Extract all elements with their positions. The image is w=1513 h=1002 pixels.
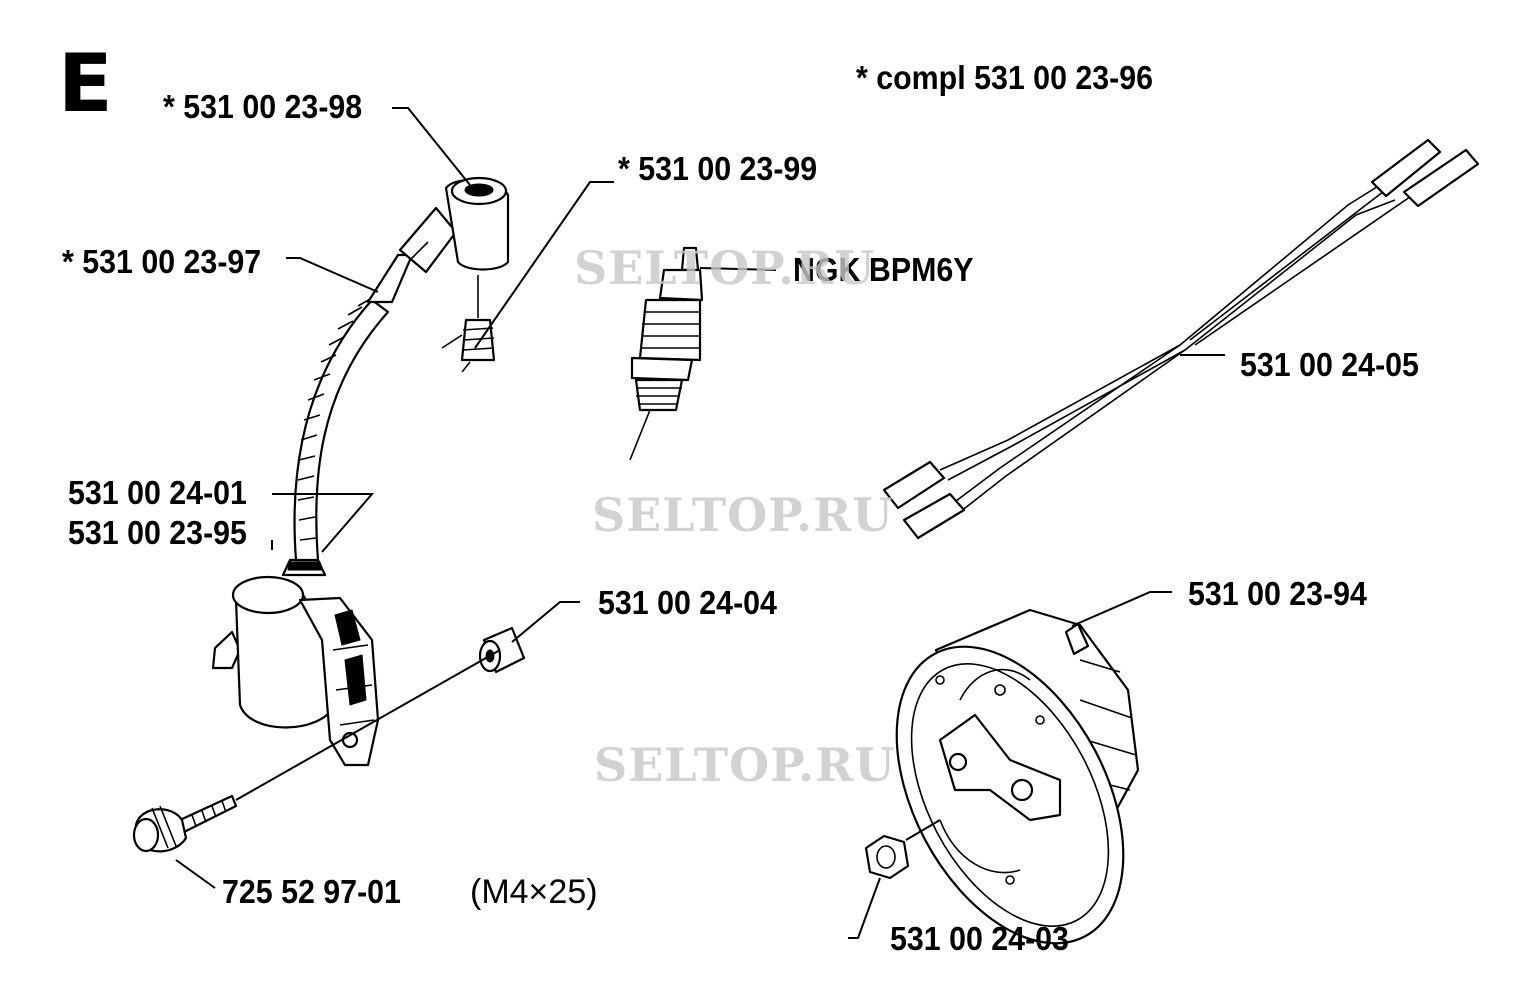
label-part-531-00-23-94: 531 00 23-94	[1188, 575, 1367, 612]
label-part-531-00-23-98: * 531 00 23-98	[163, 88, 363, 125]
label-screw-size: (M4×25)	[470, 873, 598, 911]
spark-plug	[629, 246, 777, 461]
ht-lead	[293, 297, 390, 562]
label-part-531-00-24-03: 531 00 24-03	[890, 920, 1069, 957]
label-part-531-00-23-97: * 531 00 23-97	[62, 243, 262, 280]
leader-lines	[175, 107, 1225, 939]
label-spark-plug: NGK BPM6Y	[793, 251, 974, 288]
cap-spring	[441, 275, 496, 373]
label-part-531-00-24-05: 531 00 24-05	[1240, 346, 1419, 383]
screw	[132, 794, 238, 853]
label-part-531-00-24-04: 531 00 24-04	[598, 584, 777, 621]
cable-assembly	[882, 138, 1480, 540]
watermark: SELTOP.RU	[574, 241, 876, 295]
label-part-531-00-23-95: 531 00 23-95	[68, 514, 247, 551]
label-part-725-52-97-01: 725 52 97-01	[222, 873, 401, 910]
spacer-bushing	[478, 626, 526, 674]
flywheel-nut	[864, 819, 941, 880]
ignition-module	[211, 558, 380, 767]
flywheel	[895, 608, 1140, 945]
watermark: SELTOP.RU	[592, 488, 894, 542]
label-compl-kit: * compl 531 00 23-96	[856, 59, 1154, 96]
section-letter: E	[58, 37, 113, 130]
spark-plug-cap	[366, 176, 510, 304]
label-part-531-00-24-01: 531 00 24-01	[68, 474, 247, 511]
watermark: SELTOP.RU	[594, 738, 896, 792]
label-part-531-00-23-99: * 531 00 23-99	[618, 150, 818, 187]
